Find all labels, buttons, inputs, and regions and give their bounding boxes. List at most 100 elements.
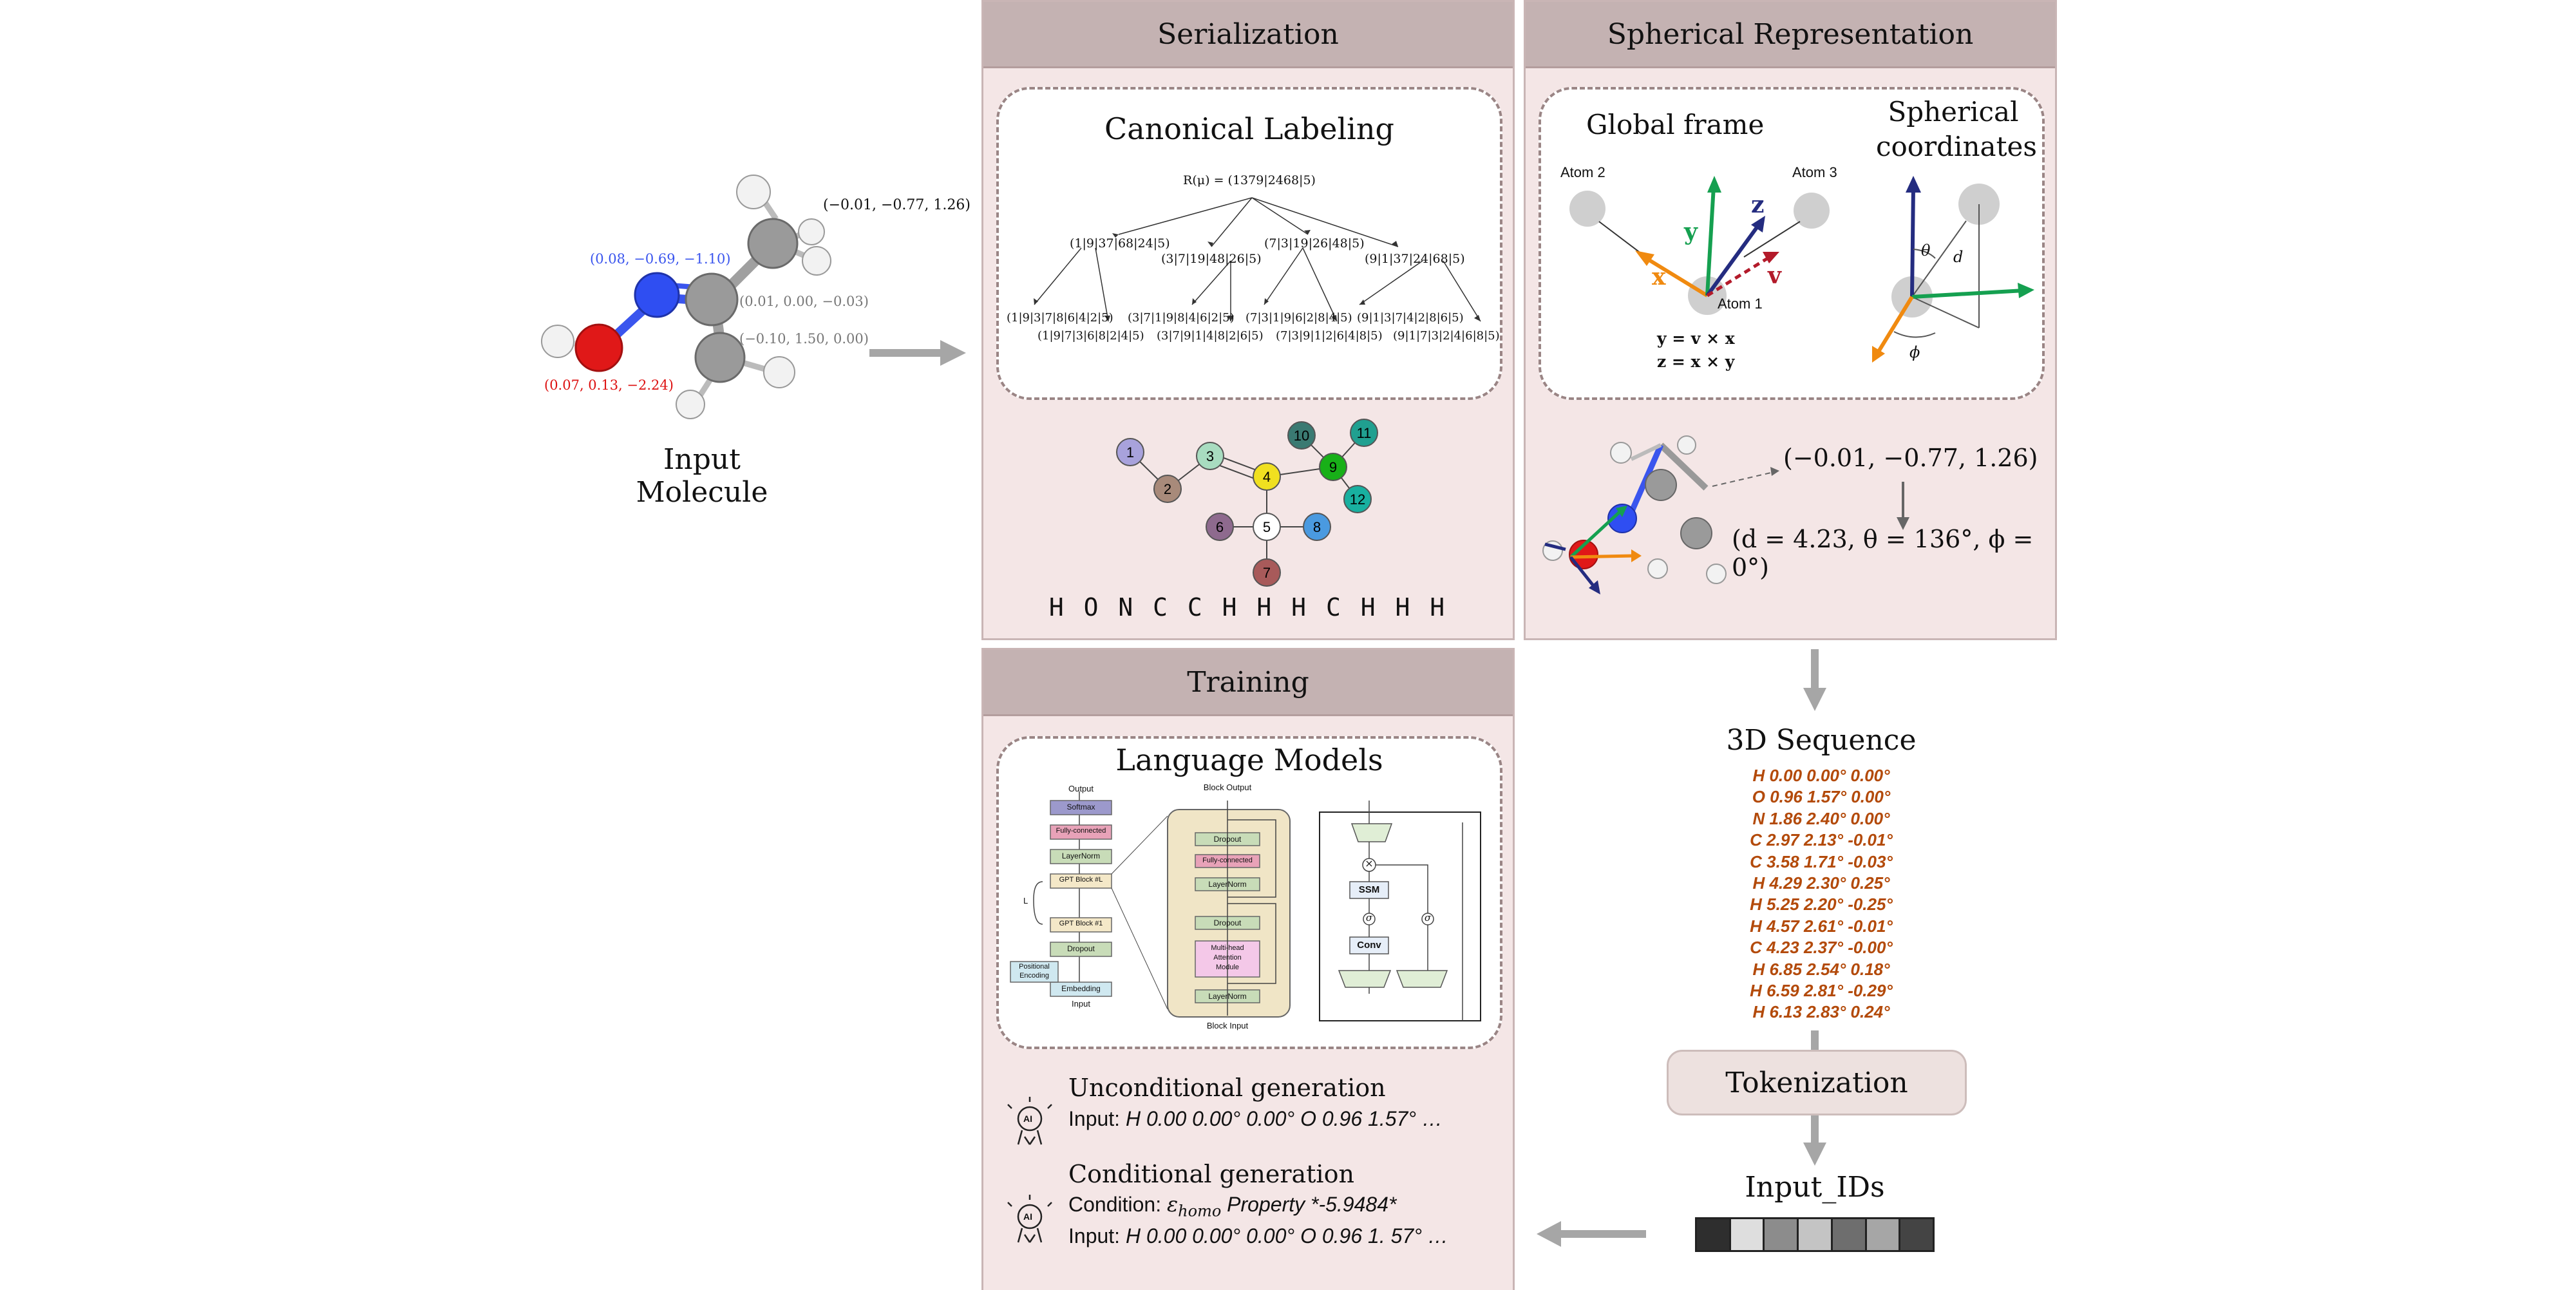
atom-label: 4 xyxy=(1263,469,1271,485)
condition-prefix: Condition: xyxy=(1068,1193,1167,1216)
hydrogen-atom xyxy=(798,218,825,245)
atom1-label: Atom 1 xyxy=(1718,296,1763,312)
y-axis-label: y xyxy=(1684,218,1698,245)
atom-node-7: 7 xyxy=(1253,558,1281,587)
flow-arrowhead xyxy=(940,340,966,366)
multiply-icon: × xyxy=(1365,857,1374,869)
condition-subscript: homo xyxy=(1178,1202,1222,1220)
sequence-line: O 0.96 1.57° 0.00° xyxy=(1752,787,1891,807)
block-dropout-2: Dropout xyxy=(1213,918,1242,927)
tree-leaf: (7|3|1|9|6|2|8|4|5) xyxy=(1245,311,1352,325)
token-cell xyxy=(1730,1219,1765,1250)
layernorm-layer: LayerNorm xyxy=(1061,851,1101,860)
canonical-labeling-title: Canonical Labeling xyxy=(1104,111,1394,146)
atom-label: 8 xyxy=(1313,519,1321,535)
atom-node-10: 10 xyxy=(1287,421,1316,450)
input-molecule-title: Input Molecule xyxy=(636,443,768,509)
coord-label-nitrogen: (0.08, −0.69, −1.10) xyxy=(590,251,731,267)
atom-label: 1 xyxy=(1126,444,1134,460)
token-cell xyxy=(1866,1219,1901,1250)
ai-icons xyxy=(1007,1097,1052,1243)
positional-encoding-line2: Encoding xyxy=(1019,972,1049,980)
serialization-panel: Serialization Canonical Labeling R(μ) = … xyxy=(981,0,1515,640)
atom-node-9: 9 xyxy=(1319,453,1347,481)
spherical-result: (d = 4.23, θ = 136°, ϕ = 0°) xyxy=(1732,525,2034,582)
flow-arrowhead xyxy=(1803,688,1826,711)
atom-sequence: H O N C C H H H C H H H xyxy=(1048,593,1448,621)
global-frame-title: Global frame xyxy=(1586,109,1765,140)
sequence-line: H 6.59 2.81° -0.29° xyxy=(1750,981,1893,1001)
carbon-atom xyxy=(694,332,746,383)
hydrogen-atom xyxy=(541,325,574,358)
atom-label: 10 xyxy=(1294,428,1309,444)
unconditional-input-value: H 0.00 0.00° 0.00° O 0.96 1.57° … xyxy=(1125,1107,1443,1130)
nitrogen-atom xyxy=(634,272,680,318)
atom3-sphere xyxy=(1794,193,1830,229)
sequence-line: H 4.29 2.30° 0.25° xyxy=(1752,873,1890,893)
spherical-coordinates-title-line2: coordinates xyxy=(1876,131,2037,162)
conditional-condition-line: Condition: εhomo Property *-5.9484* xyxy=(1068,1192,1396,1220)
tree-leaf: (3|7|1|9|8|4|6|2|5) xyxy=(1128,311,1235,325)
atom-label: 5 xyxy=(1263,519,1271,535)
attention-module-line1: Multi-head xyxy=(1211,944,1244,952)
coord-label-top: (−0.01, −0.77, 1.26) xyxy=(823,197,971,213)
block-input-label: Block Input xyxy=(1206,1021,1249,1030)
atom-graph: 1 2 3 4 5 6 7 8 9 10 11 12 xyxy=(1116,419,1378,587)
sigma-icon: σ xyxy=(1424,912,1432,924)
model-architecture-diagram xyxy=(1010,792,1481,1021)
input-ids-bar xyxy=(1695,1217,1935,1252)
theta-label: θ xyxy=(1921,242,1931,260)
sequence-line: H 4.57 2.61° -0.01° xyxy=(1750,916,1893,936)
sequence-3d-list: H 0.00 0.00° 0.00° O 0.96 1.57° 0.00° N … xyxy=(1686,765,1956,1023)
spherical-header: Spherical Representation xyxy=(1526,2,2055,68)
spherical-coordinates-title: Spherical coordinates xyxy=(1876,95,2037,164)
ai-head-icon xyxy=(1007,1097,1052,1145)
ssm-box: SSM xyxy=(1358,884,1380,895)
tree-node: (3|7|19|48|26|5) xyxy=(1161,252,1262,266)
training-header: Training xyxy=(983,650,1513,716)
conditional-input-value: H 0.00 0.00° 0.00° O 0.96 1. 57° … xyxy=(1125,1224,1448,1247)
unconditional-input-prefix: Input: xyxy=(1068,1107,1126,1130)
unconditional-input-line: Input: H 0.00 0.00° 0.00° O 0.96 1.57° … xyxy=(1068,1107,1443,1131)
global-frame-box: Global frame Spherical coordinates Atom … xyxy=(1539,87,2045,400)
hydrogen-atom xyxy=(736,175,771,209)
dropout-layer: Dropout xyxy=(1067,944,1095,953)
atom-node-5: 5 xyxy=(1253,513,1281,541)
coord-label-carbon-2: (−0.10, 1.50, 0.00) xyxy=(739,331,869,346)
phi-label: ϕ xyxy=(1909,343,1920,361)
block-fc: Fully-connected xyxy=(1202,857,1253,864)
gpt-stack xyxy=(1010,800,1112,997)
ai-badge: AI xyxy=(1023,1211,1032,1222)
tree-node: (7|3|19|26|48|5) xyxy=(1264,236,1365,251)
tree-leaf: (1|9|3|7|8|6|4|2|5) xyxy=(1007,311,1113,325)
atom-coordinate: (−0.01, −0.77, 1.26) xyxy=(1783,444,2038,472)
attention-module-line2: Attention xyxy=(1213,954,1242,962)
x-axis-label: x xyxy=(1652,263,1666,290)
tree-leaf: (9|1|3|7|4|2|8|6|5) xyxy=(1357,311,1464,325)
hydrogen-atom xyxy=(763,356,795,388)
canonical-tree xyxy=(1034,197,1481,322)
spherical-representation-panel: Spherical Representation xyxy=(1524,0,2057,640)
input-ids-title: Input_IDs xyxy=(1745,1171,1885,1204)
attention-module-line3: Module xyxy=(1215,963,1240,971)
block-dropout: Dropout xyxy=(1213,835,1242,844)
input-molecule-svg xyxy=(541,175,966,419)
token-cell xyxy=(1799,1219,1833,1250)
atom-node-3: 3 xyxy=(1196,442,1224,470)
embedding-layer: Embedding xyxy=(1061,984,1101,993)
hydrogen-atom xyxy=(802,246,831,276)
gpt-input-label: Input xyxy=(1072,999,1090,1009)
softmax-layer: Softmax xyxy=(1066,802,1095,811)
block-layernorm-2: LayerNorm xyxy=(1208,992,1247,1001)
tokenization-box: Tokenization xyxy=(1667,1050,1967,1115)
z-axis-label: z xyxy=(1751,191,1765,218)
atom-label: 12 xyxy=(1350,491,1365,507)
layer-count-label: L xyxy=(1023,896,1028,906)
unconditional-generation-title: Unconditional generation xyxy=(1068,1074,1386,1102)
language-models-title: Language Models xyxy=(1115,743,1383,777)
tree-leaf: (9|1|7|3|2|4|6|8|5) xyxy=(1393,329,1500,343)
tree-leaf: (3|7|9|1|4|8|2|6|5) xyxy=(1157,329,1264,343)
condition-value: Property *-5.9484* xyxy=(1221,1193,1397,1216)
token-cell xyxy=(1697,1219,1731,1250)
gpt-block-l: GPT Block #L xyxy=(1059,876,1103,884)
